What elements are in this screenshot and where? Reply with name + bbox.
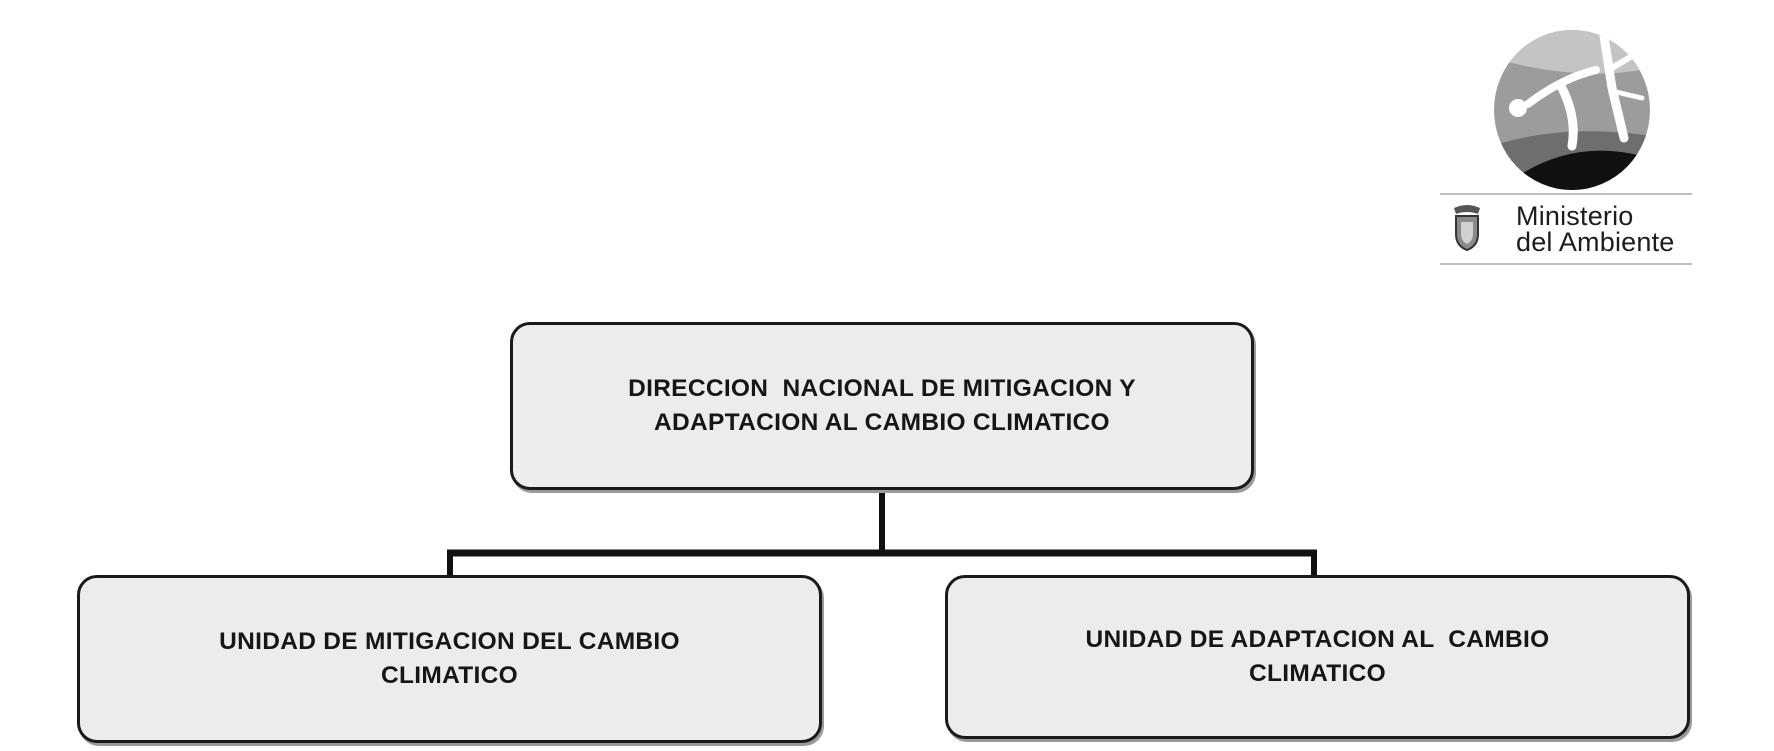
logo-divider-bottom xyxy=(1440,263,1692,265)
ministry-name: Ministerio del Ambiente xyxy=(1516,201,1675,257)
org-node-direccion-nacional: DIRECCION NACIONAL DE MITIGACION Y ADAPT… xyxy=(510,322,1254,490)
ministerio-ambiente-logo: Ministerio del Ambiente xyxy=(1440,28,1700,268)
ministry-name-line1: Ministerio xyxy=(1516,201,1634,231)
org-node-title-line1: UNIDAD DE ADAPTACION AL CAMBIO xyxy=(1085,626,1550,653)
ministerio-ambiente-emblem-icon xyxy=(1492,28,1652,198)
org-node-title-line2: ADAPTACION AL CAMBIO CLIMATICO xyxy=(654,409,1110,436)
ministry-name-line2: del Ambiente xyxy=(1516,227,1675,257)
org-node-unidad-mitigacion: UNIDAD DE MITIGACION DEL CAMBIO CLIMATIC… xyxy=(77,575,822,743)
org-node-title-line1: UNIDAD DE MITIGACION DEL CAMBIO xyxy=(219,628,680,655)
org-node-title-line2: CLIMATICO xyxy=(381,662,518,689)
org-node-title-line1: DIRECCION NACIONAL DE MITIGACION Y xyxy=(628,375,1136,402)
org-node-title-line2: CLIMATICO xyxy=(1249,660,1386,687)
ecuador-coat-of-arms-icon xyxy=(1450,204,1484,252)
logo-divider-top xyxy=(1440,193,1692,195)
org-node-unidad-adaptacion: UNIDAD DE ADAPTACION AL CAMBIO CLIMATICO xyxy=(945,575,1690,739)
